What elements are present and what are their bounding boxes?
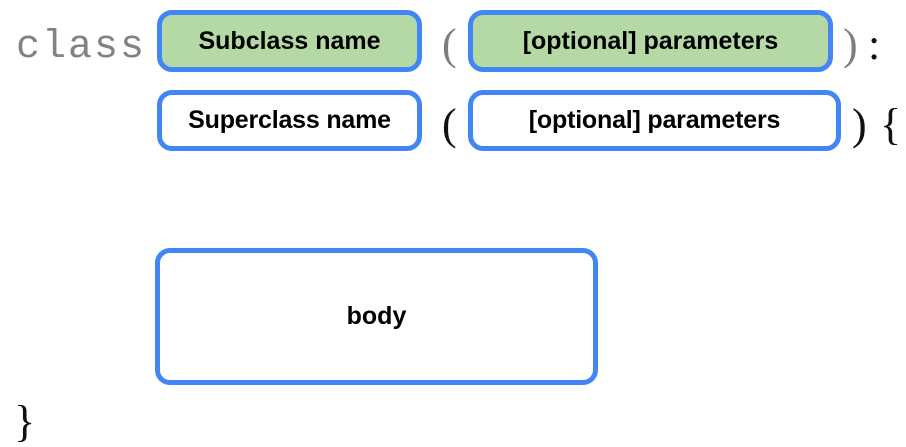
close-brace: } (14, 397, 36, 446)
open-brace-row2: { (880, 100, 902, 149)
close-paren-row2: ) (852, 100, 867, 149)
superclass-parameters-label: [optional] parameters (528, 106, 781, 134)
open-paren-row2: ( (442, 100, 457, 149)
subclass-parameters-label: [optional] parameters (522, 26, 779, 55)
body-label: body (346, 302, 407, 330)
superclass-name-label: Superclass name (188, 106, 391, 134)
subclass-name-box[interactable]: Subclass name (157, 10, 422, 72)
superclass-name-box[interactable]: Superclass name (157, 90, 422, 151)
superclass-parameters-box[interactable]: [optional] parameters (468, 90, 841, 151)
body-box[interactable]: body (155, 248, 598, 385)
close-paren-row1: ) (843, 20, 858, 69)
colon-row1: : (868, 20, 881, 69)
subclass-name-label: Subclass name (198, 26, 381, 55)
open-paren-row1: ( (442, 20, 457, 69)
class-keyword: class (16, 25, 147, 70)
subclass-parameters-box[interactable]: [optional] parameters (468, 10, 833, 72)
